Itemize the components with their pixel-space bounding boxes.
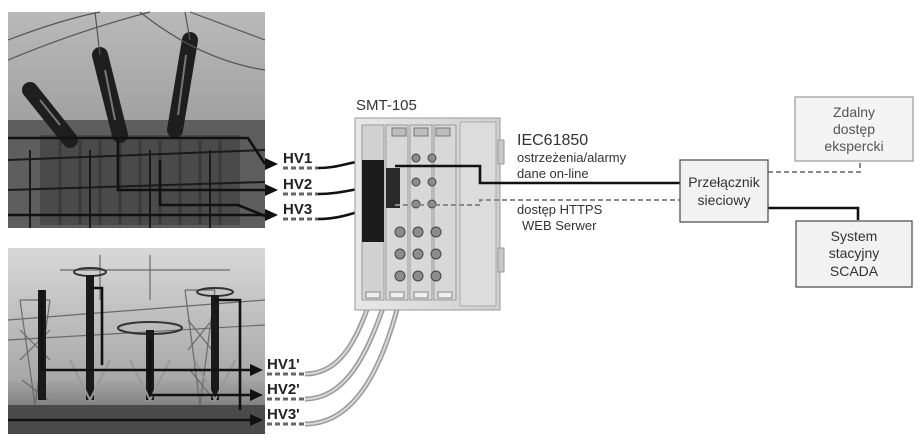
hv-labels-top: HV1 HV2 HV3 (283, 150, 312, 218)
substation-bushings-photo (7, 248, 266, 434)
hv1-prime-label: HV1' (267, 356, 300, 373)
protocol-alarms-label: ostrzeżenia/alarmy (517, 150, 627, 165)
hv-dashed-stubs (267, 166, 318, 426)
hv2-prime-label: HV2' (267, 381, 300, 398)
remote-label-line2: dostęp (833, 121, 875, 137)
hv-labels-bottom: HV1' HV2' HV3' (267, 356, 300, 423)
network-switch-box: Przełącznik sieciowy (679, 159, 769, 223)
remote-label-line1: Zdalny (833, 104, 875, 120)
web-server-label: WEB Serwer (522, 218, 597, 233)
https-link (395, 199, 680, 206)
switch-label-line2: sieciowy (698, 192, 751, 208)
hv2-label: HV2 (283, 176, 312, 193)
switch-label-line1: Przełącznik (688, 174, 761, 190)
protocol-standard-label: IEC61850 (517, 132, 588, 149)
hv1-label: HV1 (283, 150, 312, 167)
top-hv-arrows (265, 158, 278, 221)
hv3-prime-label: HV3' (267, 406, 300, 423)
scada-label-line3: SCADA (830, 263, 879, 279)
bottom-hv-arrows (250, 364, 263, 426)
remote-access-link (768, 160, 861, 173)
iec61850-link (395, 164, 680, 185)
remote-expert-box: Zdalny dostęp ekspercki (794, 96, 914, 162)
device-model-label: SMT-105 (356, 97, 417, 114)
smt-105-device (354, 117, 505, 311)
scada-system-box: System stacyjny SCADA (795, 220, 913, 288)
remote-label-line3: ekspercki (824, 138, 883, 154)
transformer-bushings-photo (7, 11, 266, 228)
protocol-online-label: dane on-line (517, 166, 589, 181)
bottom-hv-lines (8, 286, 250, 422)
hv3-label: HV3 (283, 201, 312, 218)
scada-label-line2: stacyjny (829, 245, 880, 261)
https-access-label: dostęp HTTPS (517, 202, 603, 217)
scada-label-line1: System (831, 228, 878, 244)
scada-link (768, 206, 860, 220)
top-hv-lines (8, 136, 267, 218)
